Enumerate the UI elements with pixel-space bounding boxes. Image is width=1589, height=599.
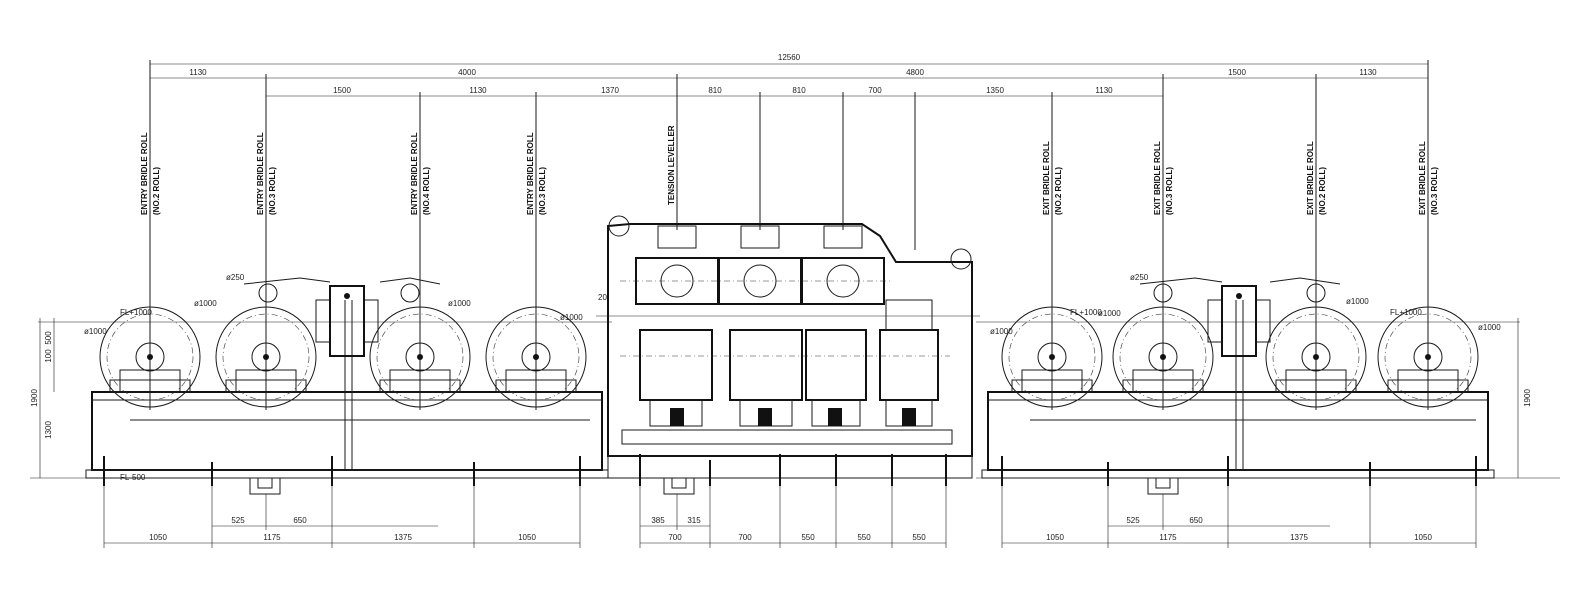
dim-row2-1: 1130 — [469, 86, 487, 95]
dia-left-2: ø1000 — [194, 299, 217, 308]
dim-row1-1: 4000 — [458, 68, 476, 77]
roll-label-4b: (NO.3 ROLL) — [538, 167, 547, 215]
roll-label-2a: ENTRY BRIDLE ROLL — [256, 132, 265, 215]
bl-outer-3: 1050 — [518, 533, 536, 542]
dim-row1-2: 4800 — [906, 68, 924, 77]
tension-leveller-unit: 20 — [596, 215, 980, 548]
upper-heads — [620, 225, 890, 305]
dim-row2-2: 1370 — [601, 86, 619, 95]
roll-labels: ENTRY BRIDLE ROLL(NO.2 ROLL) ENTRY BRIDL… — [140, 125, 1439, 215]
bc-outer-3: 550 — [857, 533, 871, 542]
roll-label-6b: (NO.2 ROLL) — [1054, 167, 1063, 215]
dim-row1-0: 1130 — [189, 68, 207, 77]
dia-right-3: ø1000 — [1346, 297, 1369, 306]
roll-label-9a: EXIT BRIDLE ROLL — [1418, 141, 1427, 215]
roll-label-2b: (NO.3 ROLL) — [268, 167, 277, 215]
roll-label-7a: EXIT BRIDLE ROLL — [1153, 141, 1162, 215]
dia-left-small: ø250 — [226, 273, 245, 282]
bl-inner-1: 650 — [293, 516, 307, 525]
bl-outer-0: 1050 — [149, 533, 167, 542]
fl-left-top: FL+1000 — [120, 308, 152, 317]
roll-label-1b: (NO.2 ROLL) — [152, 167, 161, 215]
side-dim-left-100: 100 — [44, 349, 53, 363]
roll-label-3a: ENTRY BRIDLE ROLL — [410, 132, 419, 215]
roll-label-4a: ENTRY BRIDLE ROLL — [526, 132, 535, 215]
side-dim-left-total: 1900 — [30, 389, 39, 407]
dim-row2-5: 700 — [868, 86, 882, 95]
br-outer-2: 1375 — [1290, 533, 1308, 542]
br-outer-1: 1175 — [1159, 533, 1177, 542]
side-dim-center: 20 — [598, 293, 607, 302]
overall-dimension: 12560 — [778, 53, 801, 62]
dia-right-2: ø1000 — [1098, 309, 1121, 318]
bc-outer-1: 700 — [738, 533, 752, 542]
dim-row1-3: 1500 — [1228, 68, 1246, 77]
roll-label-6a: EXIT BRIDLE ROLL — [1042, 141, 1051, 215]
fl-right-1: FL+1000 — [1070, 308, 1102, 317]
dim-row1-4: 1130 — [1359, 68, 1377, 77]
dim-row2-7: 1130 — [1095, 86, 1113, 95]
dia-left-4: ø1000 — [560, 313, 583, 322]
bc-inner-0: 385 — [651, 516, 665, 525]
bc-inner-1: 315 — [687, 516, 701, 525]
bl-outer-2: 1375 — [394, 533, 412, 542]
dim-row2-6: 1350 — [986, 86, 1004, 95]
bl-outer-1: 1175 — [263, 533, 281, 542]
roll-label-7b: (NO.3 ROLL) — [1165, 167, 1174, 215]
roll-label-8b: (NO.2 ROLL) — [1318, 167, 1327, 215]
dia-right-small: ø250 — [1130, 273, 1149, 282]
dim-row2-0: 1500 — [333, 86, 351, 95]
roll-label-9b: (NO.3 ROLL) — [1430, 167, 1439, 215]
bl-inner-0: 525 — [231, 516, 245, 525]
side-dim-left-1300: 1300 — [44, 421, 53, 439]
dia-left-3: ø1000 — [448, 299, 471, 308]
entry-bridle-unit: FL+1000 FL-500 ø1000 ø1000 ø1000 ø1000 ø… — [30, 273, 612, 548]
side-dim-left-500: 500 — [44, 331, 53, 345]
roll-label-1a: ENTRY BRIDLE ROLL — [140, 132, 149, 215]
br-inner-0: 525 — [1126, 516, 1140, 525]
dim-row2-4: 810 — [792, 86, 806, 95]
roll-label-5a: TENSION LEVELLER — [667, 125, 676, 205]
dia-right-1: ø1000 — [990, 327, 1013, 336]
dim-row2-3: 810 — [708, 86, 722, 95]
roll-label-8a: EXIT BRIDLE ROLL — [1306, 141, 1315, 215]
bc-outer-4: 550 — [912, 533, 926, 542]
lower-cassettes — [620, 299, 950, 427]
bc-outer-2: 550 — [801, 533, 815, 542]
fl-right-2: FL+1000 — [1390, 308, 1422, 317]
fl-left-bottom: FL-500 — [120, 473, 146, 482]
br-outer-0: 1050 — [1046, 533, 1064, 542]
bc-outer-0: 700 — [668, 533, 682, 542]
br-inner-1: 650 — [1189, 516, 1203, 525]
roll-label-3b: (NO.4 ROLL) — [422, 167, 431, 215]
exit-bridle-unit: FL+1000 FL+1000 ø1000 ø1000 ø1000 ø1000 … — [976, 273, 1560, 548]
dia-right-4: ø1000 — [1478, 323, 1501, 332]
side-dim-right: 1900 — [1523, 389, 1532, 407]
dia-left-1: ø1000 — [84, 327, 107, 336]
br-outer-3: 1050 — [1414, 533, 1432, 542]
